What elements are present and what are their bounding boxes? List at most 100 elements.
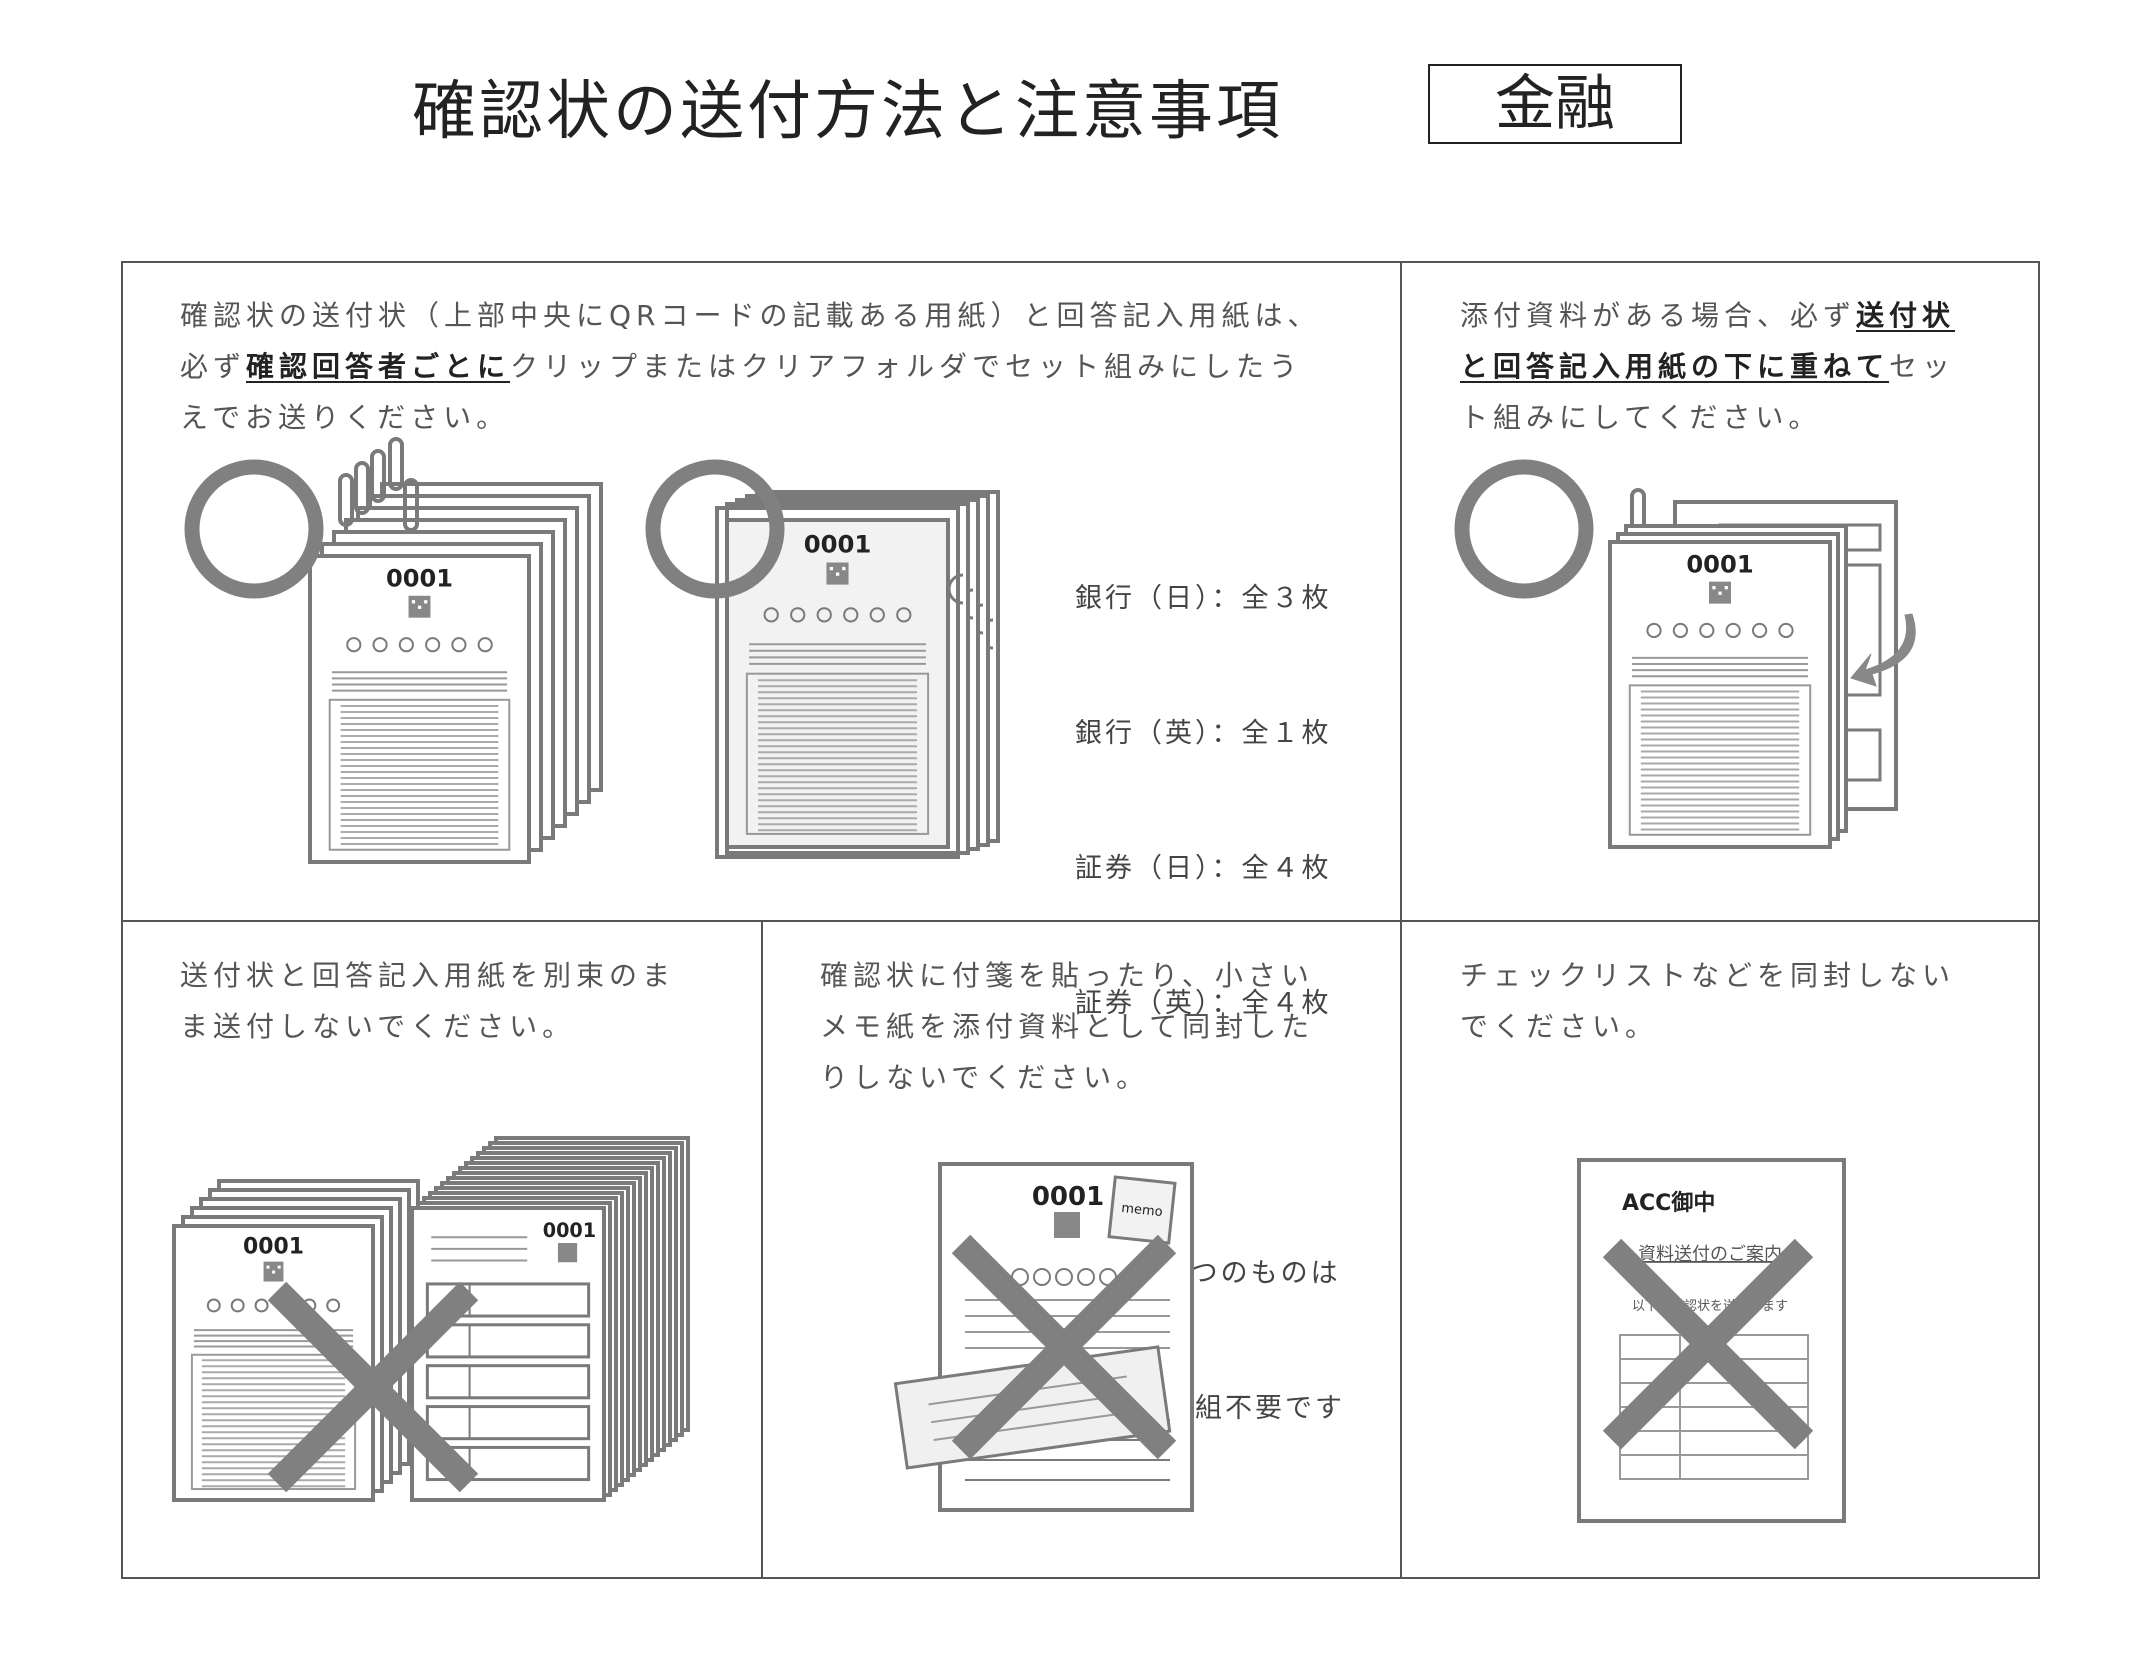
text-segment: 必ず xyxy=(180,350,247,383)
text-line: 必ず確認回答者ごとにクリップまたはクリアフォルダでセット組みにしたう xyxy=(180,341,1321,392)
text-line: 確認状の送付状（上部中央にQRコードの記載ある用紙）と回答記入用紙は、 xyxy=(180,290,1321,341)
qr-code-detail xyxy=(424,600,428,604)
text-segment: えでお送りください。 xyxy=(180,401,510,434)
digit-circle xyxy=(206,1298,221,1313)
qr-code-detail xyxy=(842,566,846,571)
answer-box xyxy=(1628,684,1812,836)
paper-clip-icon xyxy=(370,449,386,503)
addressee-text: ACC御中 xyxy=(1622,1190,1715,1216)
qr-code-detail xyxy=(835,572,840,576)
text-segment: セッ xyxy=(1889,350,1956,383)
digit-circle xyxy=(346,637,362,653)
digit-circle xyxy=(1646,622,1662,639)
instruction-attachments: 添付資料がある場合、必ず送付状と回答記入用紙の下に重ねてセット組みにしてください… xyxy=(1460,290,1955,443)
text-line: メモ紙を添付資料として同封した xyxy=(820,1001,1314,1052)
form-table-row xyxy=(425,1282,591,1318)
digit-circle xyxy=(1077,1268,1095,1286)
digit-circle xyxy=(1725,622,1741,639)
memo-label: memo xyxy=(1121,1201,1164,1220)
digit-circle xyxy=(230,1298,245,1313)
correct-circle-icon xyxy=(184,459,324,599)
text-line: えでお送りください。 xyxy=(180,392,1321,443)
digit-circle xyxy=(843,607,859,623)
document-number: 0001 xyxy=(804,530,872,559)
page-title: 確認状の送付方法と注意事項 xyxy=(412,75,1283,149)
memo-line xyxy=(930,1393,1130,1424)
sticky-note xyxy=(1107,1175,1177,1245)
qr-code-detail xyxy=(266,1265,270,1269)
digit-circle xyxy=(869,607,885,623)
answer-box xyxy=(745,672,930,835)
qr-code-detail xyxy=(829,566,834,571)
digit-circle xyxy=(1699,622,1715,639)
qr-code-detail xyxy=(272,1270,276,1274)
text-segment: 確認状に付箋を貼ったり、小さい xyxy=(820,959,1314,992)
text-segment: でください。 xyxy=(1460,1010,1659,1043)
digit-circle xyxy=(451,637,467,653)
correct-circle-icon xyxy=(1454,459,1594,599)
qr-code-detail xyxy=(417,605,422,609)
curved-arrow-icon xyxy=(1850,613,1916,687)
qr-code-detail xyxy=(1724,586,1728,590)
paper-clip-icon xyxy=(354,461,370,515)
text-segment: ト組みにしてください。 xyxy=(1460,401,1822,434)
answer-box xyxy=(328,698,511,851)
emphasis-text: と回答記入用紙の下に重ねて xyxy=(1460,350,1890,383)
text-line: チェックリストなどを同封しない xyxy=(1460,950,1955,1001)
form-table-row xyxy=(425,1445,591,1482)
document-number: 0001 xyxy=(243,1234,304,1259)
sheet-count-item: 銀行（日）：全３枚 xyxy=(1075,583,1332,614)
prohibited-x-icon xyxy=(267,1281,479,1493)
document-number: 0001 xyxy=(1032,1182,1104,1212)
sheet-count-item: 銀行（英）：全１枚 xyxy=(1075,718,1332,749)
text-segment: りしないでください。 xyxy=(820,1061,1150,1094)
digit-circle xyxy=(763,607,779,623)
document-number: 0001 xyxy=(543,1219,596,1242)
category-tag: 金融 xyxy=(1428,64,1682,144)
digit-circle xyxy=(254,1298,269,1313)
text-line: 添付資料がある場合、必ず送付状 xyxy=(1460,290,1955,341)
digit-circle xyxy=(1033,1268,1051,1286)
text-line: でください。 xyxy=(1460,1001,1955,1052)
digit-circle xyxy=(398,637,414,653)
checklist-heading: 資料送付のご案内 xyxy=(1638,1244,1782,1265)
sheet-count-item: 証券（英）：全４枚 xyxy=(1075,988,1332,1019)
text-line: 確認状に付箋を貼ったり、小さい xyxy=(820,950,1314,1001)
column-divider xyxy=(761,920,763,1577)
text-segment: ま送付しないでください。 xyxy=(180,1010,576,1043)
text-line: ト組みにしてください。 xyxy=(1460,392,1955,443)
text-segment: 送付状と回答記入用紙を別束のま xyxy=(180,959,676,992)
document-number: 0001 xyxy=(386,565,453,593)
qr-code-detail xyxy=(1712,586,1716,590)
emphasis-text: 送付状 xyxy=(1856,299,1956,332)
digit-circle xyxy=(1752,622,1768,639)
document-number: 0001 xyxy=(1686,551,1753,579)
warning-separate-bundles: 送付状と回答記入用紙を別束のまま送付しないでください。 xyxy=(180,950,675,1052)
digit-circle xyxy=(1778,622,1794,639)
checklist-row xyxy=(1619,1454,1809,1480)
warning-sticky-notes: 確認状に付箋を貼ったり、小さいメモ紙を添付資料として同封したりしないでください。 xyxy=(820,950,1314,1103)
text-line: 送付状と回答記入用紙を別束のま xyxy=(180,950,675,1001)
sheet-count-list: 銀行（日）：全３枚 銀行（英）：全１枚 証券（日）：全４枚 証券（英）：全４枚 … xyxy=(1075,486,1345,1476)
emphasis-text: 確認回答者ごとに xyxy=(246,350,511,383)
qr-code-detail xyxy=(411,600,416,604)
qr-code-icon xyxy=(1054,1212,1080,1238)
digit-circle xyxy=(425,637,441,653)
instruction-grid xyxy=(121,261,2040,1579)
sheet-count-item: 証券（日）：全４枚 xyxy=(1075,853,1332,884)
digit-circle xyxy=(1672,622,1689,639)
digit-circle xyxy=(1055,1268,1073,1286)
clear-folder xyxy=(715,506,960,859)
text-line: と回答記入用紙の下に重ねてセッ xyxy=(1460,341,1955,392)
text-line: ま送付しないでください。 xyxy=(180,1001,675,1052)
row-divider xyxy=(123,920,2038,922)
text-segment: 添付資料がある場合、必ず xyxy=(1460,299,1857,332)
warning-checklist: チェックリストなどを同封しないでください。 xyxy=(1460,950,1955,1052)
prohibited-x-icon xyxy=(951,1234,1177,1460)
prohibited-x-icon xyxy=(1602,1238,1814,1450)
digit-circle xyxy=(372,637,388,653)
digit-circle xyxy=(477,637,493,653)
text-segment: メモ紙を添付資料として同封した xyxy=(820,1010,1315,1043)
digit-circle xyxy=(816,607,832,623)
